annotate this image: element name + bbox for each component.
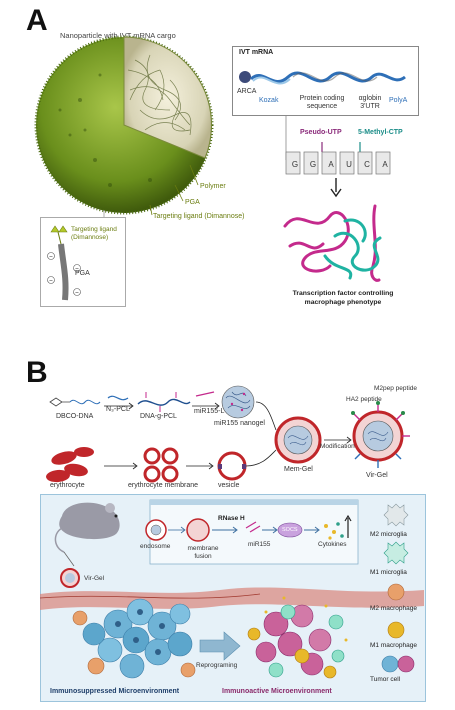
mechanism-illustration [40, 499, 424, 679]
mir155-nanogel-label: miR155 nanogel [214, 420, 265, 427]
arca-label: ARCA [237, 88, 257, 95]
vir-gel-mech-label: Vir-Gel [84, 575, 105, 582]
nuc-letter: C [364, 160, 370, 169]
panel-b-letter: B [26, 356, 48, 389]
legend-m1-microglia: M1 microglia [370, 569, 407, 576]
svg-text:−: − [75, 290, 79, 296]
cytokines-label: Cytokines [318, 541, 347, 548]
legend-m2-microglia: M2 microglia [370, 531, 407, 538]
kozak-label: Kozak [259, 97, 279, 104]
nanoparticle-sphere [34, 35, 214, 215]
svg-text:−: − [49, 254, 53, 260]
svg-text:−: − [75, 266, 79, 272]
vir-gel-label: Vir-Gel [366, 472, 388, 479]
nanoparticle-title: Nanoparticle with IVT mRNA cargo [60, 31, 176, 40]
targeting-ligand-label: Targeting ligand (Dimannose) [153, 213, 245, 220]
protein-caption: Transcription factor controlling macroph… [292, 290, 394, 306]
mem-gel-label: Mem-Gel [284, 466, 313, 473]
dna-g-pcl-label: DNA-g-PCL [140, 413, 177, 420]
erythrocyte-label: erythrocyte [50, 482, 85, 489]
mrna-strand [239, 71, 406, 85]
pga-label: PGA [185, 199, 200, 206]
ligand-polymer-illustration: − − − − [47, 225, 81, 301]
svg-text:−: − [49, 278, 53, 284]
rnase-h-label: RNase H [218, 515, 245, 522]
nanoparticle-diagram [34, 35, 300, 222]
inset-ligand-label: Targeting ligand (Dimannose) [71, 226, 117, 241]
membrane-fusion-label: membrane fusion [187, 545, 219, 560]
legend-m1-macrophage: M1 macrophage [370, 642, 417, 649]
ha2-peptide-label: HA2 peptide [346, 396, 382, 403]
nucleotide-row [285, 142, 391, 175]
pseudo-utp-label: Pseudo-UTP [300, 129, 342, 136]
nuc-letter: G [291, 160, 299, 169]
immunoactive-label: Immunoactive Microenvironment [222, 688, 332, 695]
reprograming-label: Reprograming [196, 662, 238, 669]
mir155-label: miR155 [248, 541, 271, 548]
immunosuppressed-label: Immunosuppressed Microenvironment [50, 688, 180, 695]
n3-pcl-label: N₃-PCL [106, 406, 130, 413]
socs-label: SOCS [282, 527, 298, 533]
nuc-letter: A [382, 160, 388, 169]
coding-label: Protein coding sequence [299, 95, 345, 110]
endosome-label: endosome [140, 543, 171, 550]
modification-label: Modification [320, 443, 355, 450]
ivt-mrna-title: IVT mRNA [239, 49, 274, 56]
nucleotide-letters: G G A U C A [286, 160, 394, 169]
erythrocyte-membrane-label: erythrocyte membrane [128, 482, 199, 489]
synthesis-scheme [46, 385, 410, 483]
nuc-letter: A [328, 160, 334, 169]
nuc-letter: U [346, 160, 352, 169]
panel-a-letter: A [26, 4, 48, 37]
polymer-label: Polymer [200, 183, 226, 190]
ivt-mrna-box: IVT mRNA ARCA Kozak Protein coding seque… [232, 46, 419, 116]
down-arrow-icon [330, 178, 342, 198]
protein-structure [283, 204, 382, 282]
legend-m2-macrophage: M2 macrophage [370, 605, 417, 612]
legend-tumor-cell: Tumor cell [370, 676, 401, 683]
mir155l-label: miR155-L [194, 408, 225, 415]
methyl-ctp-label: 5-Methyl-CTP [358, 129, 403, 136]
utr-label: αglobin 3'UTR [358, 95, 382, 110]
dbco-dna-label: DBCO-DNA [56, 413, 94, 420]
nuc-letter: G [309, 160, 317, 169]
inset-pga-label: PGA [75, 270, 90, 277]
polya-label: PolyA [389, 97, 408, 104]
m2pep-peptide-label: M2pep peptide [374, 385, 418, 392]
targeting-ligand-inset: − − − − Targeting ligand (Dimannose) PGA [40, 217, 126, 307]
vesicle-label: vesicle [218, 482, 240, 489]
